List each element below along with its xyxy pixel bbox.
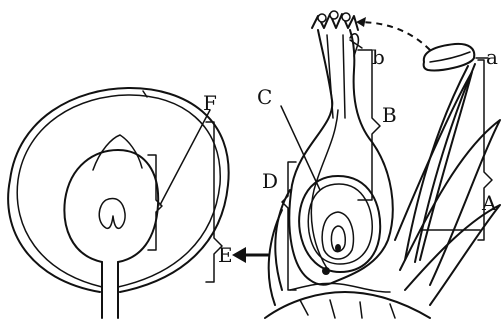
label-b: b bbox=[372, 45, 385, 69]
label-C: C bbox=[257, 85, 272, 109]
seed-coat bbox=[64, 150, 158, 262]
fruit-stalk bbox=[102, 262, 118, 318]
label-A: A bbox=[481, 191, 497, 215]
embryo bbox=[99, 199, 125, 229]
pollen-grain-3 bbox=[342, 13, 350, 21]
pollen-grain-1 bbox=[318, 14, 326, 22]
fruit bbox=[8, 88, 229, 318]
anther-inner bbox=[430, 52, 470, 62]
egg-cell bbox=[335, 244, 341, 252]
label-B: B bbox=[382, 103, 397, 127]
leader-b bbox=[350, 40, 362, 48]
label-E: E bbox=[218, 243, 233, 267]
label-a: a bbox=[486, 45, 498, 69]
label-D: D bbox=[262, 169, 278, 193]
petal-3 bbox=[405, 205, 500, 305]
filament bbox=[405, 64, 475, 262]
leader-C bbox=[281, 106, 320, 190]
leader-F bbox=[160, 110, 210, 205]
pollen-grain-2 bbox=[330, 11, 338, 19]
annotations bbox=[148, 17, 492, 290]
pollination-arrow-line bbox=[358, 22, 430, 50]
pollen-tube-tip bbox=[322, 267, 330, 275]
flower-base bbox=[265, 292, 430, 318]
pollen-tube bbox=[311, 110, 338, 270]
receptacle bbox=[290, 283, 390, 292]
labels: a b A B C D E F bbox=[203, 45, 498, 267]
develop-arrowhead bbox=[232, 247, 246, 263]
ovary-inner-wall bbox=[308, 184, 372, 264]
label-F: F bbox=[203, 91, 217, 115]
base-tissue-lines bbox=[300, 300, 395, 318]
fruit-inner-wall bbox=[17, 95, 220, 287]
style-inner-right bbox=[343, 35, 345, 118]
